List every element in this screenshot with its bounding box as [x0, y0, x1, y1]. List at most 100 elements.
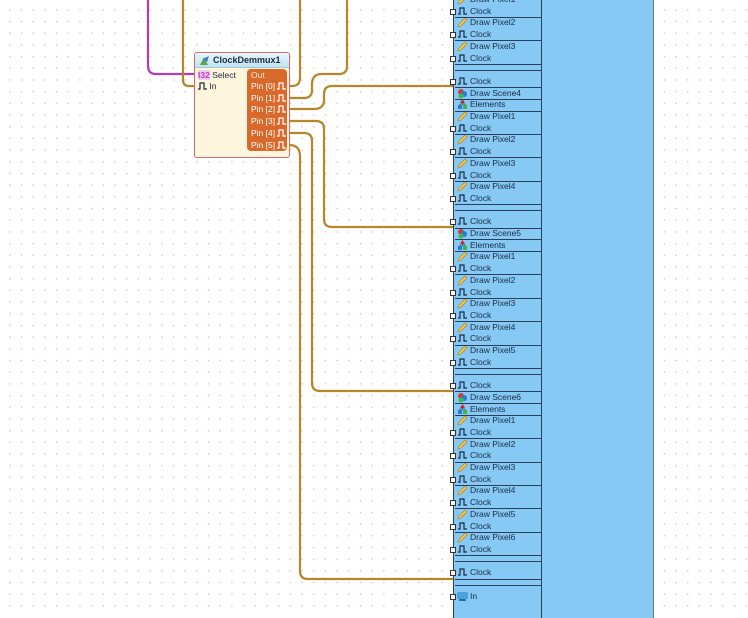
- clock-icon: [277, 117, 287, 125]
- clock-icon: [458, 545, 467, 553]
- pixel-label: Draw Pixel1: [470, 415, 516, 426]
- clock-label: Clock: [470, 286, 492, 297]
- clock-pin-row[interactable]: Clock: [450, 474, 542, 485]
- scene-row[interactable]: Draw Scene6: [455, 392, 542, 403]
- input-pin[interactable]: [450, 383, 456, 390]
- input-pin[interactable]: [450, 453, 456, 460]
- clock-pin-row[interactable]: Clock: [450, 146, 542, 157]
- component-icon: [200, 56, 209, 65]
- output-pin-1[interactable]: Pin [1]: [251, 93, 287, 104]
- input-pin[interactable]: [450, 570, 456, 577]
- input-pin[interactable]: [450, 172, 456, 179]
- elements-row[interactable]: Elements: [455, 99, 542, 110]
- scene-row[interactable]: Draw Scene5: [455, 228, 542, 239]
- clock-pin-row[interactable]: Clock: [450, 380, 542, 391]
- clock-pin-row[interactable]: Clock: [450, 29, 542, 40]
- input-pin[interactable]: [450, 429, 456, 436]
- clock-pin-row[interactable]: Clock: [450, 497, 542, 508]
- clock-demux-component[interactable]: ClockDemmux1 I32 Select In Out Pin [0] P…: [194, 52, 290, 158]
- clock-pin-row[interactable]: Clock: [450, 450, 542, 461]
- clock-pin-row[interactable]: Clock: [450, 216, 542, 227]
- pixel-row[interactable]: Draw Pixel6: [455, 532, 542, 543]
- pixel-row[interactable]: Draw Pixel4: [455, 322, 542, 333]
- input-pin[interactable]: [450, 289, 456, 296]
- elements-row[interactable]: Elements: [455, 239, 542, 251]
- input-pin[interactable]: [450, 219, 456, 226]
- output-pin-5[interactable]: Pin [5]: [251, 140, 287, 151]
- clock-pin-row[interactable]: Clock: [450, 193, 542, 204]
- pixel-row[interactable]: Draw Pixel3: [455, 41, 542, 52]
- clock-pin-row[interactable]: Clock: [450, 170, 542, 181]
- clock-pin-row[interactable]: Clock: [450, 521, 542, 532]
- clock-pin-row[interactable]: Clock: [450, 286, 542, 298]
- pixel-row[interactable]: Draw Pixel5: [455, 509, 542, 520]
- output-pin-2[interactable]: Pin [2]: [251, 104, 287, 115]
- i32-badge: I32: [198, 70, 210, 80]
- input-pin[interactable]: [450, 336, 456, 343]
- pixel-row[interactable]: Draw Pixel2: [455, 134, 542, 145]
- clock-icon: [198, 82, 207, 90]
- pixel-row[interactable]: Draw Pixel2: [455, 275, 542, 286]
- clock-pin-row[interactable]: Clock: [450, 6, 542, 17]
- clock-pin-row[interactable]: Clock: [450, 543, 542, 555]
- output-pin-0[interactable]: Pin [0]: [251, 81, 287, 92]
- clock-pin-row[interactable]: Clock: [450, 123, 542, 134]
- clock-pin-row[interactable]: Clock: [450, 357, 542, 368]
- clock-pin-row[interactable]: Clock: [450, 427, 542, 438]
- input-pin[interactable]: [450, 8, 456, 15]
- pixel-row[interactable]: Draw Pixel1: [455, 111, 542, 122]
- input-pin[interactable]: [450, 195, 456, 202]
- input-in[interactable]: In: [198, 81, 216, 92]
- elements-row[interactable]: Elements: [455, 403, 542, 415]
- input-pin[interactable]: [450, 266, 456, 273]
- pixel-row[interactable]: Draw Pixel1: [455, 251, 542, 262]
- input-pin[interactable]: [450, 593, 456, 600]
- scene-label: Draw Scene5: [470, 228, 522, 238]
- group-divider: [455, 484, 542, 486]
- clock-pin-row[interactable]: Clock: [450, 76, 542, 87]
- clock-label: Clock: [470, 543, 492, 554]
- pixel-label: Draw Pixel2: [470, 17, 516, 28]
- pixel-row[interactable]: Draw Pixel4: [455, 181, 542, 192]
- input-pin[interactable]: [450, 32, 456, 39]
- input-select[interactable]: I32 Select: [198, 70, 236, 81]
- clock-pin-row[interactable]: Clock: [450, 310, 542, 321]
- pixel-row[interactable]: Draw Pixel4: [455, 485, 542, 496]
- pixel-row[interactable]: Draw Pixel2: [455, 439, 542, 450]
- input-pin[interactable]: [450, 546, 456, 553]
- clock-pin-row[interactable]: Clock: [450, 333, 542, 344]
- input-pin[interactable]: [450, 312, 456, 319]
- output-pin-label: Pin [2]: [251, 104, 276, 115]
- group-divider: [455, 391, 542, 393]
- input-pin[interactable]: [450, 523, 456, 530]
- input-pin[interactable]: [450, 125, 456, 132]
- input-pin[interactable]: [450, 500, 456, 507]
- input-pin[interactable]: [450, 55, 456, 62]
- clock-pin-row[interactable]: Clock: [450, 567, 542, 578]
- input-pin[interactable]: [450, 149, 456, 156]
- output-pin-3[interactable]: Pin [3]: [251, 116, 287, 127]
- in-pin-row[interactable]: In: [450, 591, 542, 602]
- component-title-bar[interactable]: ClockDemmux1: [195, 53, 289, 68]
- pixel-row[interactable]: Draw Pixel1: [455, 0, 542, 5]
- draw-scene-panel[interactable]: [453, 0, 654, 618]
- pixel-row[interactable]: Draw Pixel1: [455, 415, 542, 426]
- scene-row[interactable]: Draw Scene4: [455, 88, 542, 99]
- output-pin-label: Pin [3]: [251, 116, 276, 127]
- pixel-row[interactable]: Draw Pixel5: [455, 345, 542, 356]
- input-pin[interactable]: [450, 78, 456, 85]
- clock-pin-row[interactable]: Clock: [450, 263, 542, 274]
- pixel-row[interactable]: Draw Pixel3: [455, 158, 542, 169]
- input-pin[interactable]: [450, 476, 456, 483]
- pixel-row[interactable]: Draw Pixel3: [455, 298, 542, 309]
- clock-icon: [458, 521, 467, 530]
- clock-label: Clock: [470, 380, 492, 391]
- group-divider: [455, 204, 542, 206]
- output-pin-4[interactable]: Pin [4]: [251, 128, 287, 139]
- pixel-row[interactable]: Draw Pixel3: [455, 462, 542, 473]
- group-divider: [455, 63, 542, 65]
- input-in-label: In: [209, 81, 217, 91]
- pixel-row[interactable]: Draw Pixel2: [455, 17, 542, 28]
- clock-pin-row[interactable]: Clock: [450, 53, 542, 64]
- input-pin[interactable]: [450, 359, 456, 366]
